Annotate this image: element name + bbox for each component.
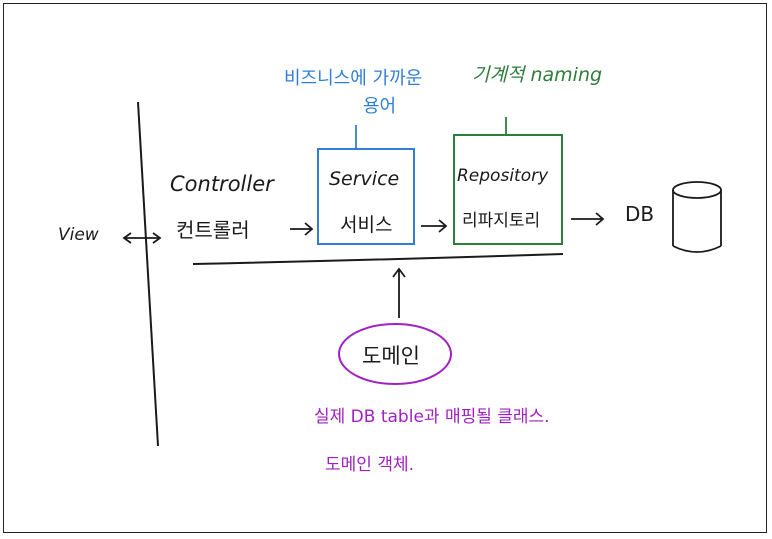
service-label-en: Service bbox=[329, 168, 400, 190]
controller-service-arrow bbox=[290, 222, 314, 236]
controller-label-ko: 컨트롤러 bbox=[176, 218, 250, 242]
domain-note-line2: 도메인 객체. bbox=[325, 455, 415, 475]
repository-label-ko: 리파지토리 bbox=[462, 211, 541, 231]
service-label-ko: 서비스 bbox=[340, 214, 393, 236]
service-repository-arrow bbox=[421, 219, 448, 233]
repository-note: 기계적 naming bbox=[472, 64, 603, 86]
service-note-line1: 비즈니스에 가까운 bbox=[284, 68, 423, 89]
diagram-frame bbox=[3, 3, 767, 533]
view-label: View bbox=[58, 225, 99, 245]
domain-up-arrow bbox=[392, 267, 406, 318]
domain-note-line1: 실제 DB table과 매핑될 클래스. bbox=[314, 407, 550, 427]
db-cylinder-icon bbox=[672, 181, 722, 253]
service-note-line2: 용어 bbox=[363, 96, 397, 117]
domain-label: 도메인 bbox=[362, 344, 420, 368]
domain-ellipse bbox=[338, 323, 452, 385]
repository-box bbox=[453, 134, 563, 245]
view-divider-line bbox=[137, 101, 159, 447]
repository-db-arrow bbox=[571, 212, 605, 226]
db-label: DB bbox=[625, 202, 655, 226]
view-controller-arrow-head-right bbox=[152, 232, 162, 244]
view-controller-arrow-head-left bbox=[122, 232, 132, 244]
controller-label-en: Controller bbox=[170, 172, 274, 196]
service-box bbox=[317, 148, 415, 245]
layer-underline bbox=[192, 253, 564, 265]
repository-label-en: Repository bbox=[457, 166, 549, 186]
